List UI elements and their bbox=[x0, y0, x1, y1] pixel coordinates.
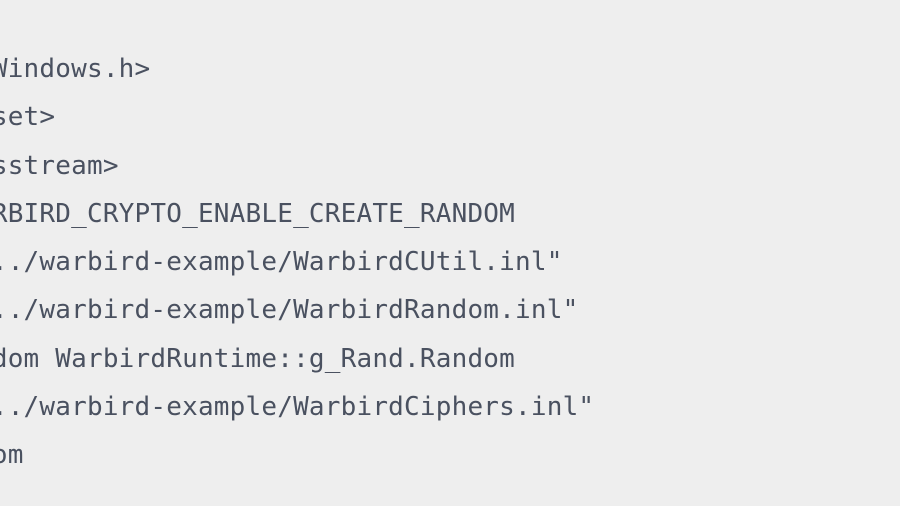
code-line-8: ../warbird-example/WarbirdCiphers.inl" bbox=[0, 392, 595, 423]
code-line-7: ndom WarbirdRuntime::g_Rand.Random bbox=[0, 343, 516, 374]
code-line-6: ../warbird-example/WarbirdRandom.inl" bbox=[0, 295, 579, 326]
code-line-9: dom bbox=[0, 440, 24, 471]
code-line-1: <Windows.h> bbox=[0, 54, 151, 84]
code-line-2: <set> bbox=[0, 102, 56, 133]
code-line-3: <sstream> bbox=[0, 150, 119, 181]
code-lines: <Windows.h> <set> <sstream> ARBIRD_CRYPT… bbox=[0, 45, 594, 480]
code-line-4: ARBIRD_CRYPTO_ENABLE_CREATE_RANDOM bbox=[0, 198, 516, 229]
code-line-5: ../warbird-example/WarbirdCUtil.inl" bbox=[0, 247, 563, 278]
